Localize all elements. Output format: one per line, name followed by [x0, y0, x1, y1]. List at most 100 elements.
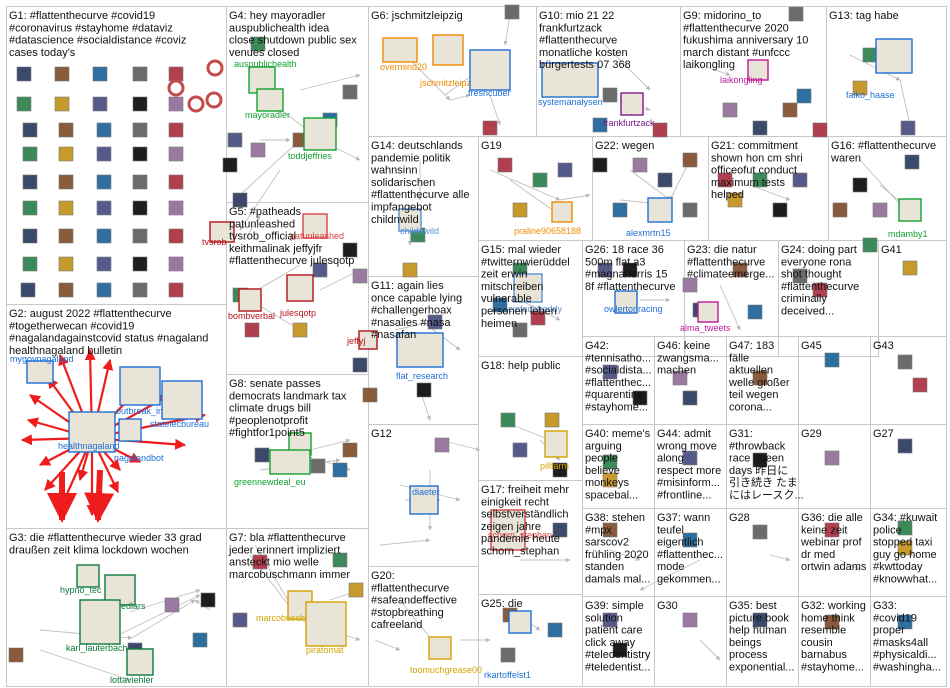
- node-label: mayoradler: [245, 110, 290, 120]
- group-box-g22: [592, 136, 709, 241]
- node-einfachfreddy[interactable]: [513, 273, 543, 303]
- edge-strong: [84, 469, 115, 523]
- node-thumbnail: [792, 268, 808, 284]
- group-title-line: G18: help public: [481, 360, 561, 372]
- node-thumbnail: [547, 622, 563, 638]
- node-thumbnail: [872, 202, 888, 218]
- edge: [131, 599, 196, 639]
- group-title-line: G32: working: [801, 600, 866, 612]
- node-rkartoffelst1[interactable]: [508, 610, 532, 634]
- node-laikongling[interactable]: [747, 59, 769, 81]
- node-thumbnail: [132, 200, 148, 216]
- node-praline90658188[interactable]: [551, 201, 573, 223]
- node-thumbnail: [500, 647, 516, 663]
- node-thumbnail: [132, 96, 148, 112]
- group-title-line: G3: die #flattenthecurve wieder 33 grad: [9, 532, 202, 544]
- node-thumbnail: [20, 282, 36, 298]
- node-thumbnail: [602, 472, 618, 488]
- node-thumbnail: [532, 172, 548, 188]
- node-thumbnail: [722, 102, 738, 118]
- group-title-line: resemble: [801, 625, 846, 637]
- group-title-line: #covid19: [873, 612, 917, 624]
- group-title-line: spacebal...: [585, 490, 638, 502]
- node-systemanalysen[interactable]: [541, 62, 599, 98]
- node-marker: [187, 95, 205, 113]
- group-title-line: democrats landmark tax: [229, 390, 347, 402]
- node-pillfarm[interactable]: [544, 430, 568, 458]
- node-jeffyj[interactable]: [358, 330, 378, 350]
- node-hypno-tec[interactable]: [76, 564, 100, 588]
- node-nagalandbot[interactable]: [118, 418, 142, 442]
- node-mygovnagaland[interactable]: [26, 360, 54, 384]
- node-label: alexmrtn15: [626, 228, 671, 238]
- group-title-line: G47: 183: [729, 340, 774, 352]
- node-label: marcobusch: [256, 613, 305, 623]
- node-thumbnail: [902, 260, 918, 276]
- node-childnwild[interactable]: [398, 208, 422, 232]
- node-freshcuber[interactable]: [469, 49, 511, 91]
- node-thumbnail: [657, 172, 673, 188]
- node-alexmrtn15[interactable]: [647, 197, 673, 223]
- node-piratomat[interactable]: [305, 601, 347, 647]
- node-alma-tweets[interactable]: [697, 301, 719, 323]
- node-greennewdeal-eu[interactable]: [269, 449, 311, 475]
- node-overmind20[interactable]: [382, 37, 418, 63]
- node-stateiecbureau[interactable]: [161, 380, 203, 420]
- node-thumbnail: [512, 322, 528, 338]
- group-title-line: waren: [830, 152, 861, 164]
- node-thumbnail: [727, 192, 743, 208]
- node-thumbnail: [812, 282, 828, 298]
- group-title-line: deceived...: [781, 306, 834, 318]
- node-thumbnail: [788, 6, 804, 22]
- node-mdamby1[interactable]: [898, 198, 922, 222]
- node-healthnagaland[interactable]: [68, 411, 116, 453]
- group-title-line: G6: jschmitzleipzig: [371, 10, 463, 22]
- node-thumbnail: [682, 532, 698, 548]
- group-title-line: childnwild: [371, 214, 419, 226]
- group-title-line: #climateemerge...: [687, 269, 774, 281]
- group-title-line: zwangsma...: [657, 352, 719, 364]
- group-title-line: #flattenthecurve julesqotp: [229, 255, 354, 267]
- group-title-line: schorn_stephan: [481, 546, 559, 558]
- node-diaeter[interactable]: [409, 485, 439, 515]
- node-julesqotp[interactable]: [286, 274, 314, 302]
- node-frankfurtzack[interactable]: [620, 92, 644, 116]
- group-title-line: barnabus: [801, 649, 847, 661]
- node-thumbnail: [682, 612, 698, 628]
- node-lottaviehler[interactable]: [126, 648, 154, 676]
- node-tvsrob[interactable]: [209, 221, 235, 243]
- node-thumbnail: [682, 277, 698, 293]
- node-owlertonracing[interactable]: [614, 290, 638, 314]
- group-title-line: G25: die: [481, 598, 523, 610]
- group-title-line: #twitternwierüddel: [481, 256, 570, 268]
- node-label: hypno_tec: [60, 585, 102, 595]
- node-thumbnail: [22, 228, 38, 244]
- group-title-line: G9: midorino_to: [683, 10, 761, 22]
- node-thumbnail: [900, 120, 916, 136]
- node-patunleashed[interactable]: [302, 213, 328, 239]
- group-title-line: guy go home: [873, 549, 937, 561]
- group-title-line: ansteckt mio welle: [229, 557, 319, 569]
- node-schorn-stephan[interactable]: [490, 509, 526, 551]
- group-title-g29: G29: [801, 428, 822, 440]
- node-jschmitzleipz[interactable]: [432, 34, 464, 66]
- node-bombverbal[interactable]: [238, 288, 262, 312]
- node-label: piratomat: [306, 645, 344, 655]
- group-title-line: G30: [657, 600, 678, 612]
- node-flat-research[interactable]: [396, 332, 444, 368]
- node-label: laikongling: [720, 75, 763, 85]
- node-thumbnail: [682, 202, 698, 218]
- node-toomuchgrease00[interactable]: [428, 636, 452, 660]
- node-toddjeffries[interactable]: [303, 117, 337, 151]
- node-thumbnail: [54, 96, 70, 112]
- node-outbreak-ind[interactable]: [119, 366, 161, 406]
- node-thumbnail: [22, 256, 38, 272]
- node-mayoradler[interactable]: [256, 88, 284, 112]
- group-title-line: #physicaldi...: [873, 649, 937, 661]
- node-falko-haase[interactable]: [875, 38, 913, 74]
- node-karl-lauterbach[interactable]: [79, 599, 121, 645]
